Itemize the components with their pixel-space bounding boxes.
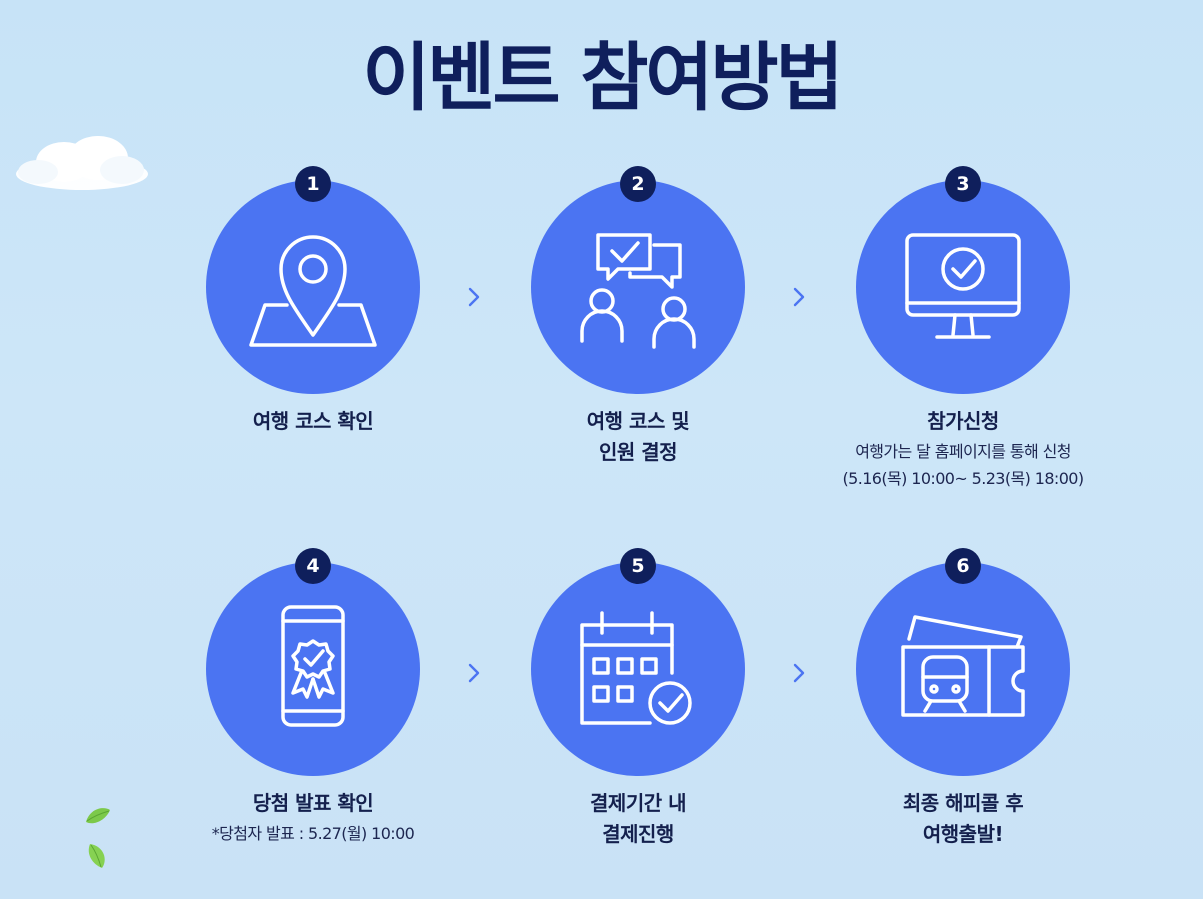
step-1: 1 여행 코스 확인 [153, 166, 473, 466]
step-label: 당첨 발표 확인 [252, 791, 374, 815]
step-number-badge: 4 [295, 548, 331, 584]
step-3: 3 참가신청 여행가는 달 홈페이지를 통해 신청 (5.16(목) 10:00… [803, 166, 1123, 516]
leaf-icon [86, 808, 110, 824]
step-label: 참가신청 [927, 409, 999, 433]
step-label: 결제기간 내 결제진행 [590, 791, 686, 846]
page-title: 이벤트 참여방법 [362, 35, 843, 121]
step-sub-text: 여행가는 달 홈페이지를 통해 신청 (5.16(목) 10:00~ 5.23(… [842, 442, 1084, 488]
people-chat-icon [568, 217, 708, 357]
phone-badge-icon [243, 599, 383, 739]
calendar-check-icon [568, 599, 708, 739]
step-circle [531, 180, 745, 394]
step-6: 6 최종 해피콜 후 여행출발! [803, 548, 1123, 868]
chevron-right-icon [464, 282, 484, 312]
step-label: 여행 코스 확인 [252, 409, 374, 433]
train-ticket-icon [893, 599, 1033, 739]
step-2: 2 여행 코스 및 인원 결정 [478, 166, 798, 486]
step-circle [856, 180, 1070, 394]
step-circle [856, 562, 1070, 776]
step-sub-text: *당첨자 발표 : 5.27(월) 10:00 [211, 824, 415, 843]
step-circle [206, 562, 420, 776]
step-number-badge: 6 [945, 548, 981, 584]
cloud-icon [16, 136, 148, 190]
step-label: 여행 코스 및 인원 결정 [586, 409, 690, 464]
step-5: 5 결제기간 내 결제진행 [478, 548, 798, 868]
step-label: 최종 해피콜 후 여행출발! [902, 791, 1024, 846]
step-circle [206, 180, 420, 394]
chevron-right-icon [789, 658, 809, 688]
chevron-right-icon [464, 658, 484, 688]
step-number-badge: 1 [295, 166, 331, 202]
step-4: 4 당첨 발표 확인 *당첨자 발표 : 5.27(월) 10:00 [153, 548, 473, 868]
chevron-right-icon [789, 282, 809, 312]
step-circle [531, 562, 745, 776]
step-number-badge: 3 [945, 166, 981, 202]
leaf-icon [88, 844, 105, 868]
monitor-check-icon [893, 217, 1033, 357]
step-number-badge: 5 [620, 548, 656, 584]
step-number-badge: 2 [620, 166, 656, 202]
map-pin-icon [243, 217, 383, 357]
